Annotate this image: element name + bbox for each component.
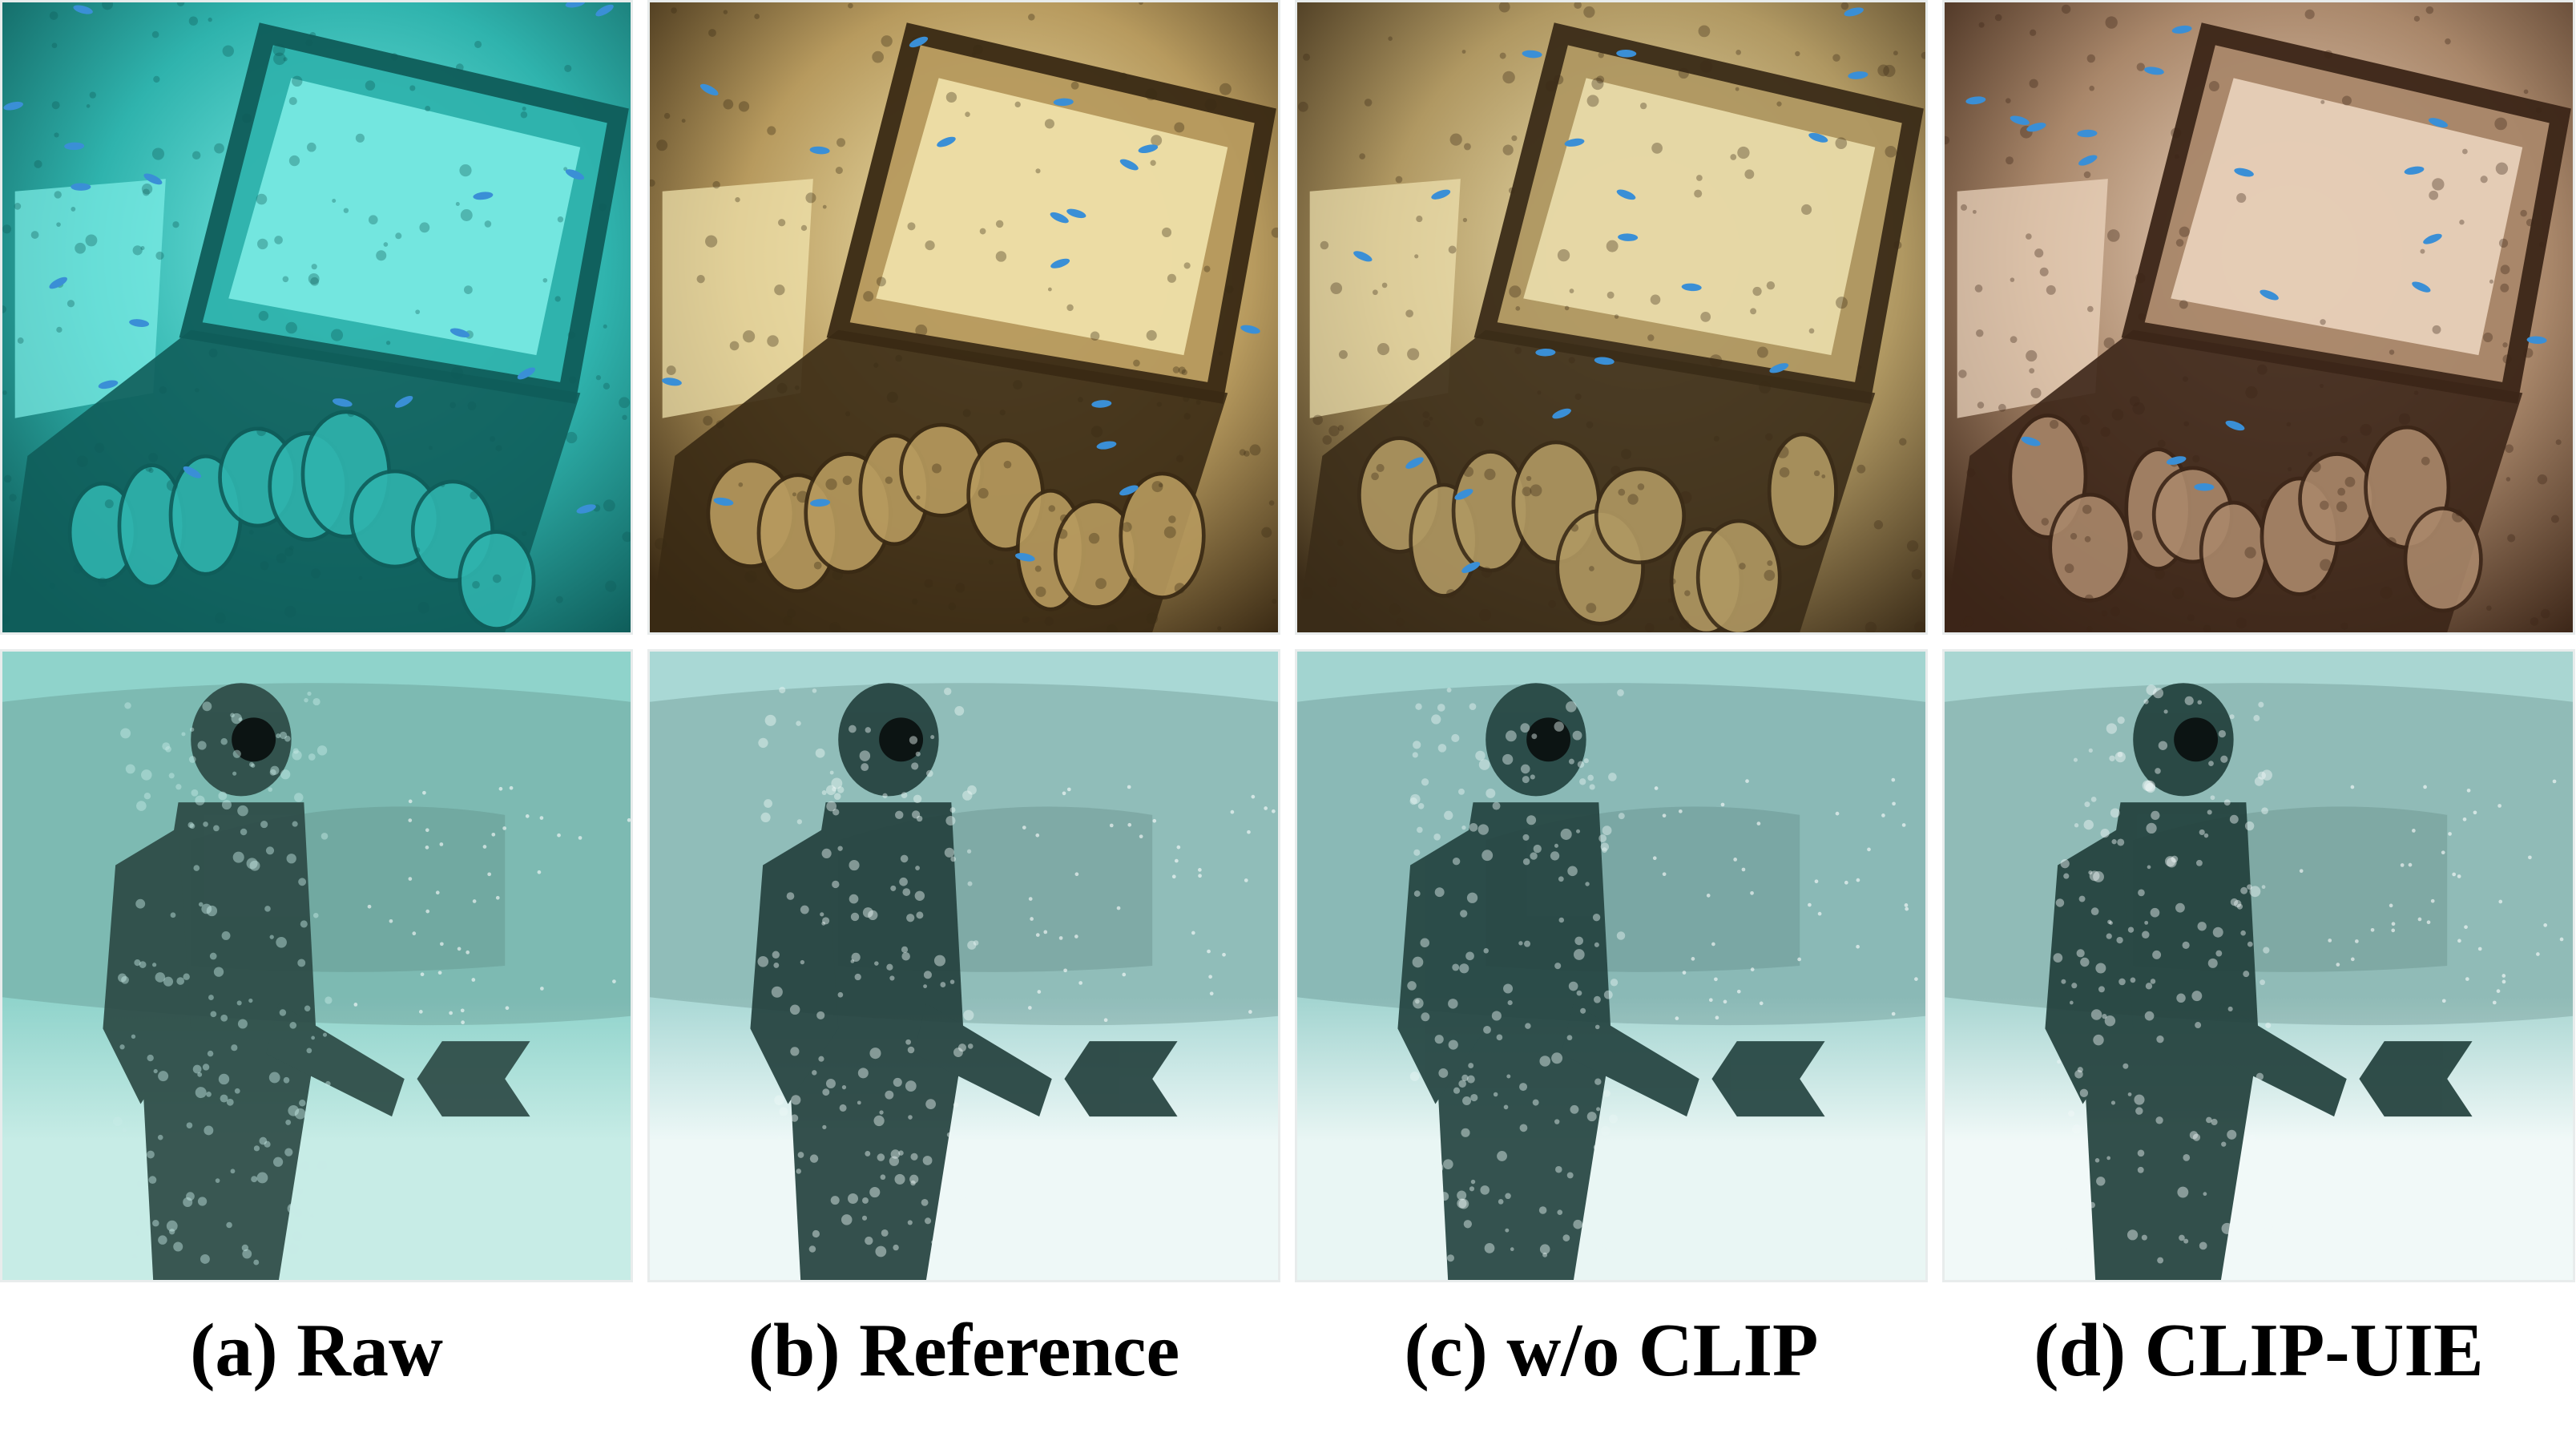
scene-artwork <box>1297 652 1925 1280</box>
scene-artwork <box>1945 2 2573 632</box>
scene-artwork <box>650 652 1278 1280</box>
caption-clip-uie: (d) CLIP-UIE <box>2034 1309 2484 1392</box>
scene-artwork <box>1297 2 1925 632</box>
caption-raw: (a) Raw <box>190 1309 443 1392</box>
scene-artwork <box>1945 652 2573 1280</box>
caption-reference: (b) Reference <box>748 1309 1180 1392</box>
image-without-clip-shipwreck <box>1295 0 1928 635</box>
image-without-clip-statue <box>1295 649 1928 1282</box>
image-raw-statue <box>0 649 633 1282</box>
image-raw-shipwreck <box>0 0 633 635</box>
image-reference-statue <box>647 649 1280 1282</box>
image-reference-shipwreck <box>647 0 1280 635</box>
caption-without-clip: (c) w/o CLIP <box>1404 1309 1819 1392</box>
scene-artwork <box>650 2 1278 632</box>
scene-artwork <box>2 2 631 632</box>
image-clip-uie-statue <box>1942 649 2575 1282</box>
image-clip-uie-shipwreck <box>1942 0 2575 635</box>
scene-artwork <box>2 652 631 1280</box>
